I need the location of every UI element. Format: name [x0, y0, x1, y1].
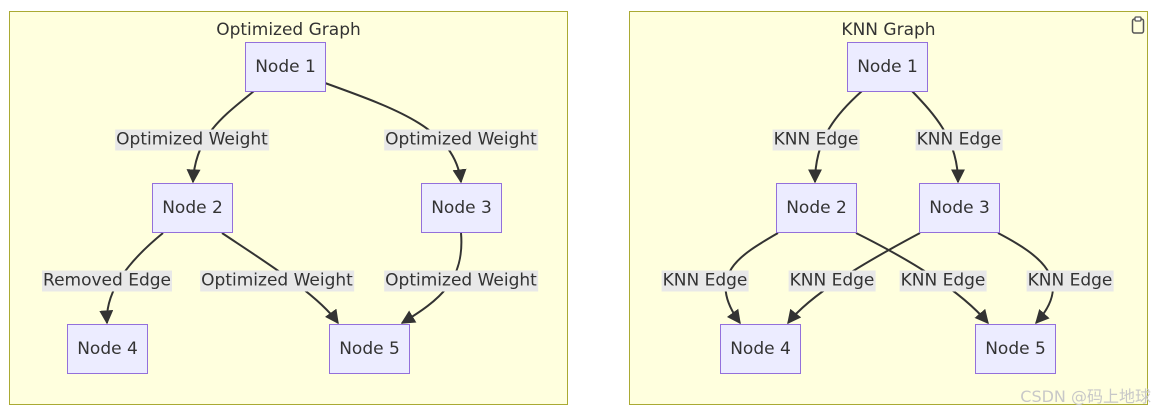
edge-label: KNN Edge	[661, 270, 749, 292]
opt-node-1: Node 1	[245, 42, 326, 92]
edge-label: KNN Edge	[899, 270, 987, 292]
opt-node-5: Node 5	[329, 324, 410, 374]
knn-node-5: Node 5	[975, 324, 1056, 374]
opt-node-3: Node 3	[421, 183, 502, 233]
edge-label: Optimized Weight	[200, 270, 354, 292]
edge-knn-n2-n4	[724, 232, 779, 325]
edge-opt-n1-n2	[186, 90, 255, 184]
edge-label: Optimized Weight	[384, 270, 538, 292]
clipboard-icon[interactable]	[1130, 16, 1146, 34]
edge-label: KNN Edge	[788, 270, 876, 292]
edge-opt-n1-n3	[324, 82, 467, 184]
knn-graph-title: KNN Graph	[841, 20, 936, 40]
edge-label: KNN Edge	[915, 129, 1003, 151]
edge-label: Optimized Weight	[115, 129, 269, 151]
opt-node-4: Node 4	[67, 324, 148, 374]
optimized-graph-title: Optimized Graph	[216, 20, 361, 40]
knn-node-3: Node 3	[919, 183, 1000, 233]
knn-node-2: Node 2	[776, 183, 857, 233]
watermark: CSDN @码上地球	[1020, 387, 1151, 406]
edge-label: KNN Edge	[1026, 270, 1114, 292]
edge-label: Removed Edge	[42, 270, 172, 292]
opt-node-2: Node 2	[152, 183, 233, 233]
edge-knn-n3-n5	[997, 232, 1054, 325]
knn-node-1: Node 1	[847, 42, 928, 92]
edge-label: Optimized Weight	[384, 129, 538, 151]
knn-node-4: Node 4	[720, 324, 801, 374]
edge-label: KNN Edge	[772, 129, 860, 151]
